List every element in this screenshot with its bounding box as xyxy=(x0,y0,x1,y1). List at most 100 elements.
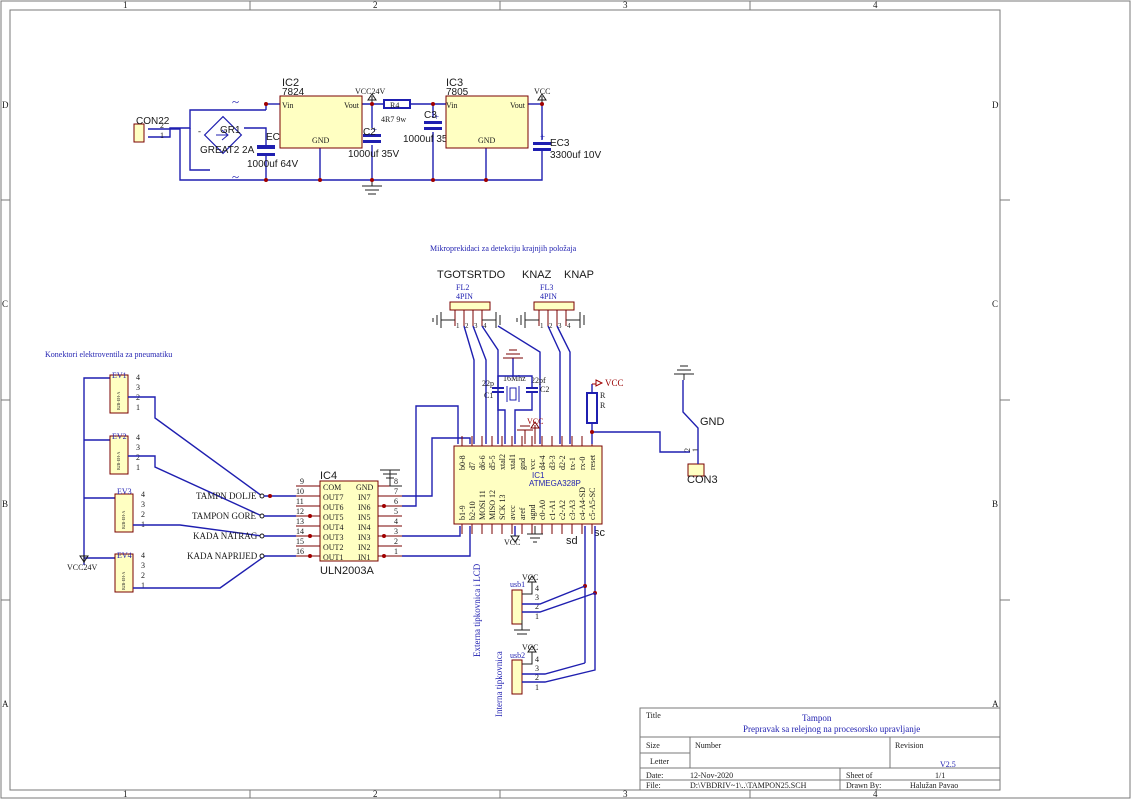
ic4-pin-name: COM xyxy=(323,483,341,492)
ic1-pin-label: vcc xyxy=(528,458,537,470)
ic1-bottom-pins: b1-9 b2-10 MOSI 11 MISO 12 SCK 13 avcc a… xyxy=(458,487,597,520)
ic1-pin-label: tx-1 xyxy=(568,457,577,470)
keyboard-connectors: Externa tipkovnica i LCD Interna tipkovn… xyxy=(472,563,596,717)
ic1-top-pins: b0-8 d7 d6-6 d5-5 xtal2 xtal1 gnd vcc d4… xyxy=(458,454,597,470)
fl2-signal-label: TDO xyxy=(482,269,506,281)
usb1-ref: usb1 xyxy=(510,580,525,589)
fl2-signal-label: TSR xyxy=(460,269,482,281)
usb2-pin: 3 xyxy=(535,664,539,673)
ic2-value: 7824 xyxy=(282,87,305,98)
ic4-body xyxy=(319,480,379,562)
con3-connector-group: CON3 GND 2 1 xyxy=(674,365,725,486)
r4-resistor xyxy=(383,99,411,109)
kbd-note: Interna tipkovnica xyxy=(494,651,504,717)
fl2-signal-label: TGO xyxy=(437,269,461,281)
row-label: A xyxy=(992,699,999,709)
ic3-ref: IC3 xyxy=(446,77,463,89)
ev4-pin: 3 xyxy=(141,561,145,570)
ic1-pin-label: d3-3 xyxy=(548,455,557,470)
ev3-pin: 4 xyxy=(141,490,145,499)
number-label: Number xyxy=(695,741,722,750)
ic2-ref: IC2 xyxy=(282,77,299,89)
svg-text:+: + xyxy=(372,125,377,135)
gr1-value: GREAT2 2A xyxy=(200,145,255,156)
row-label: C xyxy=(992,299,998,309)
ic4-pin-name: OUT3 xyxy=(323,533,343,542)
fl2-ref: FL2 xyxy=(456,283,469,292)
ev4-connector xyxy=(114,553,134,593)
ic1-pin-label: gnd xyxy=(518,458,527,470)
date-value: 12-Nov-2020 xyxy=(690,771,733,780)
net-label: TAMPON GORE xyxy=(192,511,257,521)
ic1-pin-label: c5-A5-SC xyxy=(588,488,597,520)
con3-ground-symbol xyxy=(674,365,694,380)
c2x-ref: C2 xyxy=(540,385,549,394)
fl2-pins xyxy=(454,310,483,326)
svg-text:~: ~ xyxy=(232,169,239,184)
net-label: TAMPN DOLJE xyxy=(196,491,257,501)
con22-connector xyxy=(133,123,145,143)
c2-ref: C2 xyxy=(363,127,376,138)
ic1-pin-label: rx-0 xyxy=(578,457,587,470)
c3-capacitor: + xyxy=(424,112,442,130)
ec3-value: 3300uf 10V xyxy=(550,150,601,161)
ic4-pin-name: IN7 xyxy=(358,493,370,502)
ev2-ref: EV2 xyxy=(112,432,127,441)
ic1-pin-label: MOSI 11 xyxy=(478,490,487,520)
mcu-vcc-bottom-label: VCC xyxy=(504,538,520,547)
valve-note: Konektori elektroventila za pneumatiku xyxy=(45,350,172,359)
ev2-pin: 4 xyxy=(136,433,140,442)
ic4-pin-num: 16 xyxy=(296,547,304,556)
ic4-pin-name: OUT6 xyxy=(323,503,343,512)
ic1-pin-label: SCK 13 xyxy=(498,494,507,520)
ev2-pin: 1 xyxy=(136,463,140,472)
fl2-pin-num: 3 xyxy=(474,322,478,330)
fl3-pin-num: 3 xyxy=(558,322,562,330)
ic1-pin-label: d4-4 xyxy=(538,455,547,470)
ic1-pin-label: agnd xyxy=(528,504,537,520)
svg-text:-: - xyxy=(198,126,201,136)
ev2-pin: 3 xyxy=(136,443,140,452)
ic1-pin-label: d5-5 xyxy=(488,455,497,470)
ic1-pin-label: xtal1 xyxy=(508,454,517,470)
usb2-ref: usb2 xyxy=(510,651,525,660)
ic3-gnd: GND xyxy=(478,136,496,145)
ic4-pin-num: 13 xyxy=(296,517,304,526)
sensor-note: Mikroprekidaci za detekciju krajnjih pol… xyxy=(430,244,577,253)
ev4-pin: 1 xyxy=(141,581,145,590)
vcc24-valve-symbol xyxy=(79,555,89,563)
col-label: 1 xyxy=(123,789,128,799)
vcc-label: VCC xyxy=(534,87,550,96)
crystal-value: 16Mhz xyxy=(503,374,526,383)
svg-text:+: + xyxy=(434,112,439,122)
ic1-pin-label: b2-10 xyxy=(468,501,477,520)
ic4-pin-num: 7 xyxy=(394,487,398,496)
usb1-vcc: VCC xyxy=(522,573,538,582)
ic3-vin: Vin xyxy=(446,101,458,110)
valve-vcc24-label: VCC24V xyxy=(67,563,97,572)
ev1-pin: 3 xyxy=(136,383,140,392)
title-text: Tampon xyxy=(802,713,832,723)
ic2-gnd: GND xyxy=(312,136,330,145)
ic2-regulator xyxy=(279,95,363,149)
ic4-ref: IC4 xyxy=(320,470,337,482)
ic1-pin-label: c4-A4-SD xyxy=(578,487,587,520)
svg-text:+: + xyxy=(540,132,545,142)
c2-capacitor: + xyxy=(363,125,381,143)
ec-capacitor xyxy=(257,145,275,160)
ic3-vout: Vout xyxy=(510,101,526,110)
reset-resistor xyxy=(586,392,598,424)
r4-ref: R4 xyxy=(390,101,399,110)
ic4-pin-name: OUT2 xyxy=(323,543,343,552)
sheet-label: Sheet of xyxy=(846,771,873,780)
ic1-value: ATMEGA328P xyxy=(529,479,581,488)
row-label: D xyxy=(992,100,999,110)
ic1-pin-label: c0-A0 xyxy=(538,500,547,520)
ic1-pin-label: reset xyxy=(588,454,597,470)
usb2-pin: 4 xyxy=(535,655,539,664)
power-ground-symbol xyxy=(362,180,382,195)
row-label: A xyxy=(2,699,9,709)
r4-value: 4R7 9w xyxy=(381,115,406,124)
ev4-pin: 2 xyxy=(141,571,145,580)
date-label: Date: xyxy=(646,771,663,780)
